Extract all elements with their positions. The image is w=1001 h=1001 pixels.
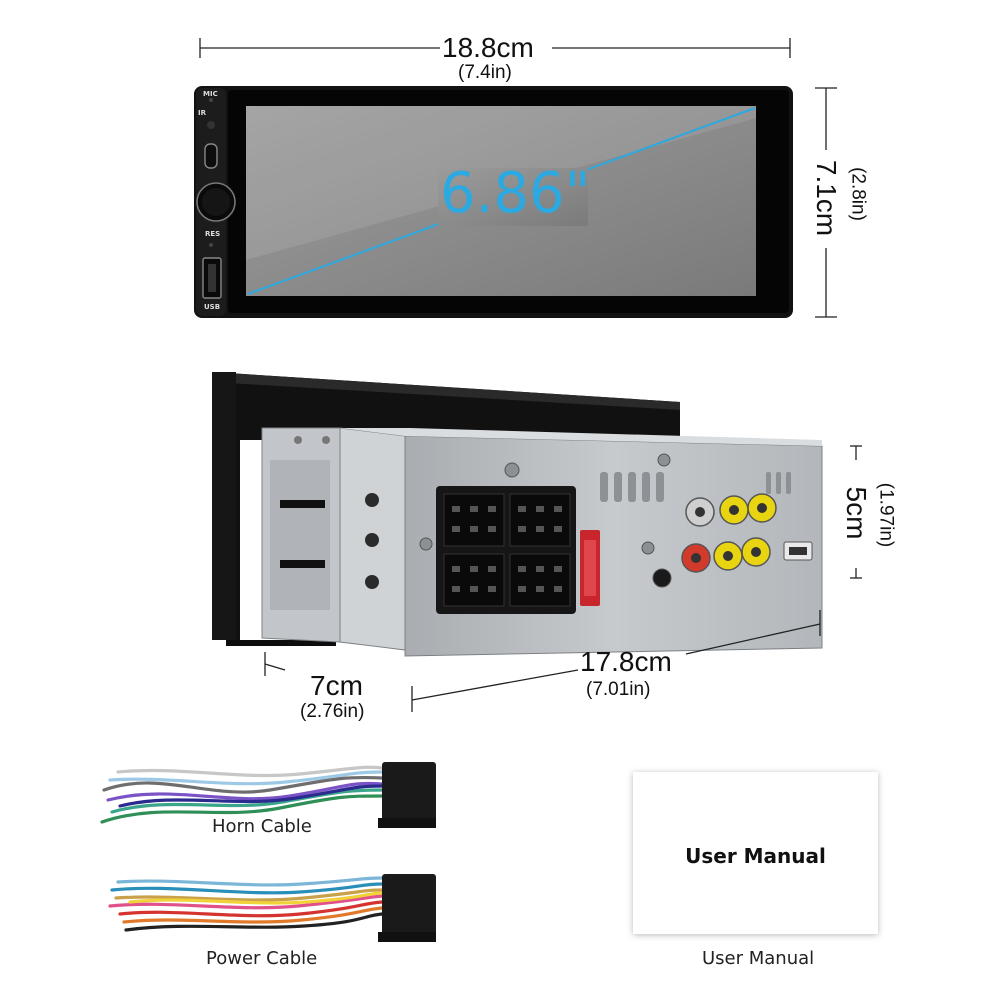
- power-cable-caption: Power Cable: [206, 948, 318, 969]
- horn-cable-connector: [382, 762, 436, 822]
- front-height-in: (2.8in): [847, 167, 869, 221]
- antenna-socket: [652, 568, 672, 588]
- height-dimension-line: [815, 87, 837, 318]
- power-cable-connector: [382, 874, 436, 936]
- mic-hole-icon: [209, 98, 213, 102]
- front-height-cm: 7.1cm: [811, 159, 842, 237]
- res-label: RES: [205, 230, 221, 238]
- depth-dimension-line: [264, 652, 286, 676]
- length-dimension-line: [411, 610, 821, 712]
- reset-hole-icon: [209, 243, 213, 247]
- length-cm: 17.8cm: [580, 646, 672, 677]
- side-height-in: (1.97in): [875, 482, 897, 548]
- side-height-cm: 5cm: [841, 486, 872, 540]
- user-manual-cover-title: User Manual: [685, 844, 826, 868]
- ir-sensor-icon: [207, 121, 215, 129]
- user-manual-caption: User Manual: [702, 948, 815, 969]
- ir-label: IR: [198, 109, 206, 117]
- power-cable: [108, 876, 384, 932]
- usb-label: USB: [204, 303, 221, 311]
- user-manual-card: User Manual: [633, 772, 878, 934]
- front-width-in: (7.4in): [458, 62, 512, 83]
- usb-c-port-icon: [204, 143, 218, 169]
- depth-cm: 7cm: [310, 670, 363, 701]
- width-dimension-line: [199, 38, 791, 58]
- screen-diagonal-label: 6.86": [440, 161, 591, 226]
- screw-icon: [504, 462, 520, 478]
- depth-in: (2.76in): [300, 701, 365, 722]
- rca-jacks: [681, 493, 777, 573]
- front-width-cm: 18.8cm: [442, 32, 534, 63]
- mic-label: MIC: [203, 90, 218, 98]
- side-height-dimension-line: [850, 445, 862, 579]
- horn-cable: [100, 765, 384, 824]
- horn-cable-caption: Horn Cable: [212, 816, 312, 837]
- length-in: (7.01in): [586, 679, 651, 700]
